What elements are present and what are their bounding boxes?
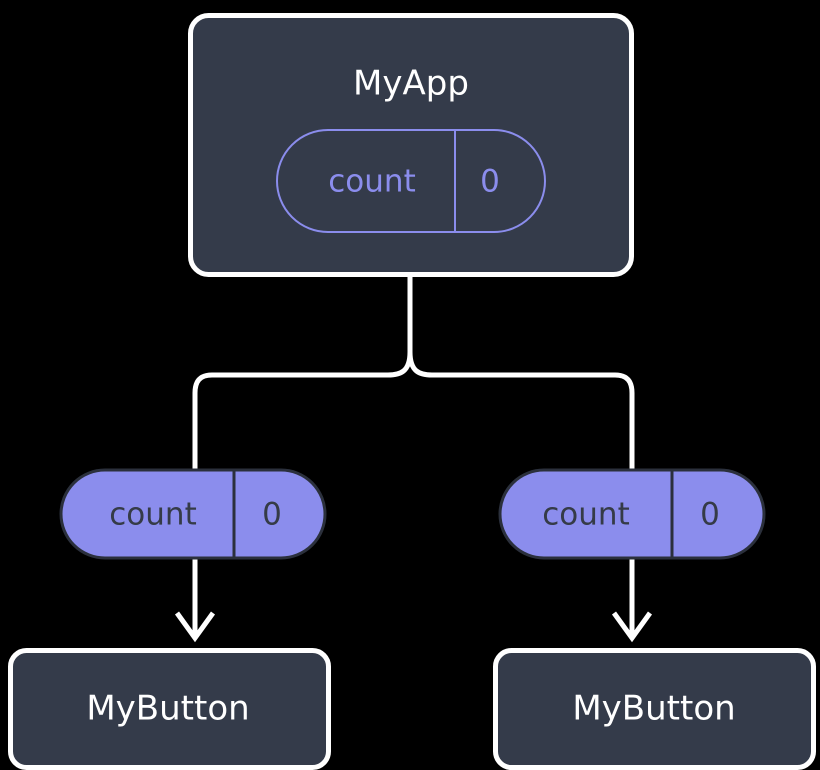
myapp-state-pill-value: 0	[480, 164, 500, 200]
left-state-pill-key: count	[109, 497, 196, 533]
node-myapp[interactable]: MyApp count 0	[188, 13, 634, 277]
myapp-state-pill-key: count	[328, 164, 415, 200]
arrow-head-right-icon	[611, 611, 653, 643]
node-mybutton-left[interactable]: MyButton	[8, 648, 331, 770]
mybutton-left-label: MyButton	[86, 689, 249, 729]
right-state-pill-body[interactable]	[498, 468, 766, 560]
node-mybutton-right[interactable]: MyButton	[493, 648, 816, 770]
myapp-box[interactable]	[188, 13, 634, 277]
right-state-pill-value: 0	[700, 497, 720, 533]
left-state-pill[interactable]: count 0	[59, 468, 327, 560]
connector-fork-right	[407, 351, 635, 470]
myapp-state-pill-body[interactable]	[276, 129, 546, 233]
branch-right: count 0 MyButton	[493, 468, 816, 770]
left-state-pill-value: 0	[262, 497, 282, 533]
left-state-pill-body[interactable]	[59, 468, 327, 560]
mybutton-left-box[interactable]	[8, 648, 331, 770]
mybutton-right-label: MyButton	[572, 689, 735, 729]
branch-left: count 0 MyButton	[8, 468, 331, 770]
myapp-label: MyApp	[353, 64, 469, 104]
connector-fork-left	[192, 351, 413, 470]
right-state-pill[interactable]: count 0	[498, 468, 766, 560]
myapp-state-pill[interactable]: count 0	[276, 129, 546, 233]
right-state-pill-key: count	[542, 497, 629, 533]
arrow-head-left-icon	[174, 611, 216, 643]
mybutton-right-box[interactable]	[493, 648, 816, 770]
